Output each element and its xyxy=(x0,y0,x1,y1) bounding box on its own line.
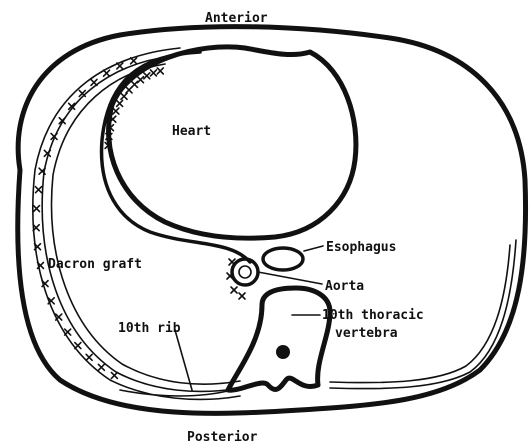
suture-mark xyxy=(113,108,119,114)
suture-mark xyxy=(126,87,132,93)
suture-mark xyxy=(131,58,137,64)
esophagus-shape xyxy=(263,248,303,270)
label-tenth-rib: 10th rib xyxy=(118,321,181,336)
label-anterior: Anterior xyxy=(205,11,268,26)
suture-mark xyxy=(34,206,40,212)
suture-mark xyxy=(75,343,81,349)
suture-mark xyxy=(137,77,143,83)
body-wall-outline xyxy=(18,27,526,414)
label-aorta: Aorta xyxy=(325,279,364,294)
suture-mark xyxy=(157,68,163,74)
label-dacron-graft: Dacron graft xyxy=(48,257,142,272)
suture-mark xyxy=(79,90,85,96)
suture-mark xyxy=(36,187,42,193)
rib-pointer xyxy=(175,330,192,390)
suture-mark xyxy=(150,70,156,76)
vertebra-outline xyxy=(228,288,330,390)
esophagus-pointer xyxy=(304,246,323,251)
suture-mark xyxy=(91,79,97,85)
label-heart: Heart xyxy=(172,124,211,139)
suture-mark xyxy=(111,372,117,378)
suture-mark xyxy=(121,93,127,99)
spinal-canal xyxy=(276,345,290,359)
label-posterior: Posterior xyxy=(187,430,258,445)
aorta-shape xyxy=(232,259,258,285)
suture-mark xyxy=(117,100,123,106)
suture-mark xyxy=(86,354,92,360)
suture-mark xyxy=(65,329,71,335)
suture-mark xyxy=(117,63,123,69)
label-vertebra-line2: vertebra xyxy=(335,326,398,341)
aorta-pointer xyxy=(258,272,322,284)
suture-mark xyxy=(239,293,245,299)
label-esophagus: Esophagus xyxy=(326,240,396,255)
suture-mark xyxy=(144,73,150,79)
suture-mark xyxy=(98,364,104,370)
suture-mark xyxy=(231,287,237,293)
suture-mark xyxy=(104,70,110,76)
label-vertebra-line1: 10th thoracic xyxy=(322,308,424,323)
